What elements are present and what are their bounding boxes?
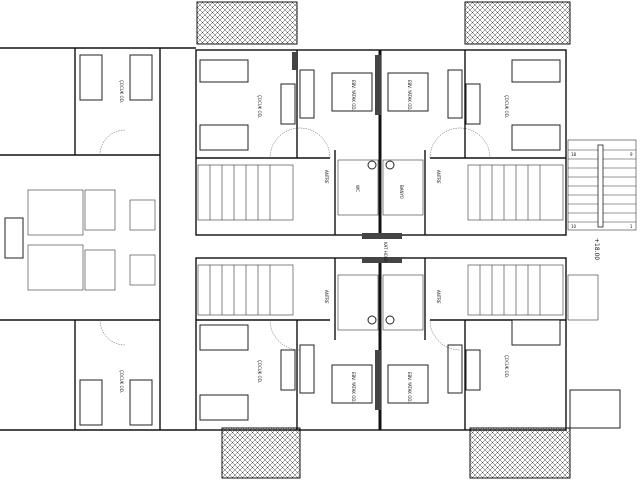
main-stair <box>567 139 637 231</box>
step-number: 10 <box>571 224 577 229</box>
room-label-master: EBV. YATAK OD. <box>407 372 412 403</box>
room-label-entrance: ANTRE <box>436 290 441 304</box>
wardrobe <box>447 69 463 119</box>
bed <box>199 324 249 351</box>
table <box>4 217 24 259</box>
wardrobe <box>280 83 296 125</box>
bed <box>199 59 249 83</box>
bed <box>199 124 249 151</box>
double-bed <box>331 72 373 112</box>
room-label-child: ÇOCUK OD. <box>504 95 509 118</box>
doors <box>99 127 491 351</box>
stairs: 9 1 10 18 <box>27 139 637 316</box>
balcony-top-right <box>464 1 571 45</box>
room-label-entrance: ANTRE <box>436 170 441 184</box>
room-label-bath: BANYO <box>399 185 404 199</box>
room-label-floor-hall: KAT HOLÜ <box>383 242 388 262</box>
room-label-child: ÇOCUK OD. <box>119 370 124 393</box>
room-label-entrance: ANTRE <box>324 170 329 184</box>
wet-areas <box>84 159 599 331</box>
balcony-top-left <box>196 1 298 45</box>
furniture <box>4 54 621 429</box>
wardrobe <box>465 349 481 391</box>
double-bed <box>387 364 429 404</box>
double-bed <box>569 389 621 429</box>
room-label-master: EBV. YATAK OD. <box>351 372 356 403</box>
room-label-wc: WC <box>355 185 360 192</box>
step-number: 1 <box>630 224 633 229</box>
step-number: 9 <box>630 152 633 157</box>
walls <box>0 47 567 431</box>
room-label-master: EBV. YATAK OD. <box>407 80 412 111</box>
room-label-entrance: ANTRE <box>324 290 329 304</box>
bed <box>79 379 103 426</box>
bed <box>511 319 561 346</box>
bed <box>199 394 249 421</box>
step-number: 18 <box>571 152 577 157</box>
bed <box>129 54 153 101</box>
balcony-bottom-left <box>221 427 301 479</box>
wardrobe <box>299 344 315 394</box>
balcony-bottom-right <box>469 427 571 479</box>
bed <box>511 124 561 151</box>
room-label-child: ÇOCUK OD. <box>257 360 262 383</box>
double-bed <box>387 72 429 112</box>
level-mark: +18.00 <box>593 238 600 260</box>
bed <box>79 54 103 101</box>
balconies <box>196 1 571 479</box>
bed <box>129 379 153 426</box>
room-label-child: ÇOCUK OD. <box>504 355 509 378</box>
wardrobe <box>280 349 296 391</box>
wardrobe <box>447 344 463 394</box>
double-bed <box>331 364 373 404</box>
room-label-child: ÇOCUK OD. <box>257 95 262 118</box>
bed <box>511 59 561 83</box>
room-label-child: ÇOCUK OD. <box>119 80 124 103</box>
wardrobe <box>465 83 481 125</box>
room-label-master: EBV. YATAK OD. <box>351 80 356 111</box>
room-labels: ÇOCUK OD. ÇOCUK OD. ÇOCUK OD. ÇOCUK OD. … <box>119 80 600 403</box>
wardrobe <box>299 69 315 119</box>
